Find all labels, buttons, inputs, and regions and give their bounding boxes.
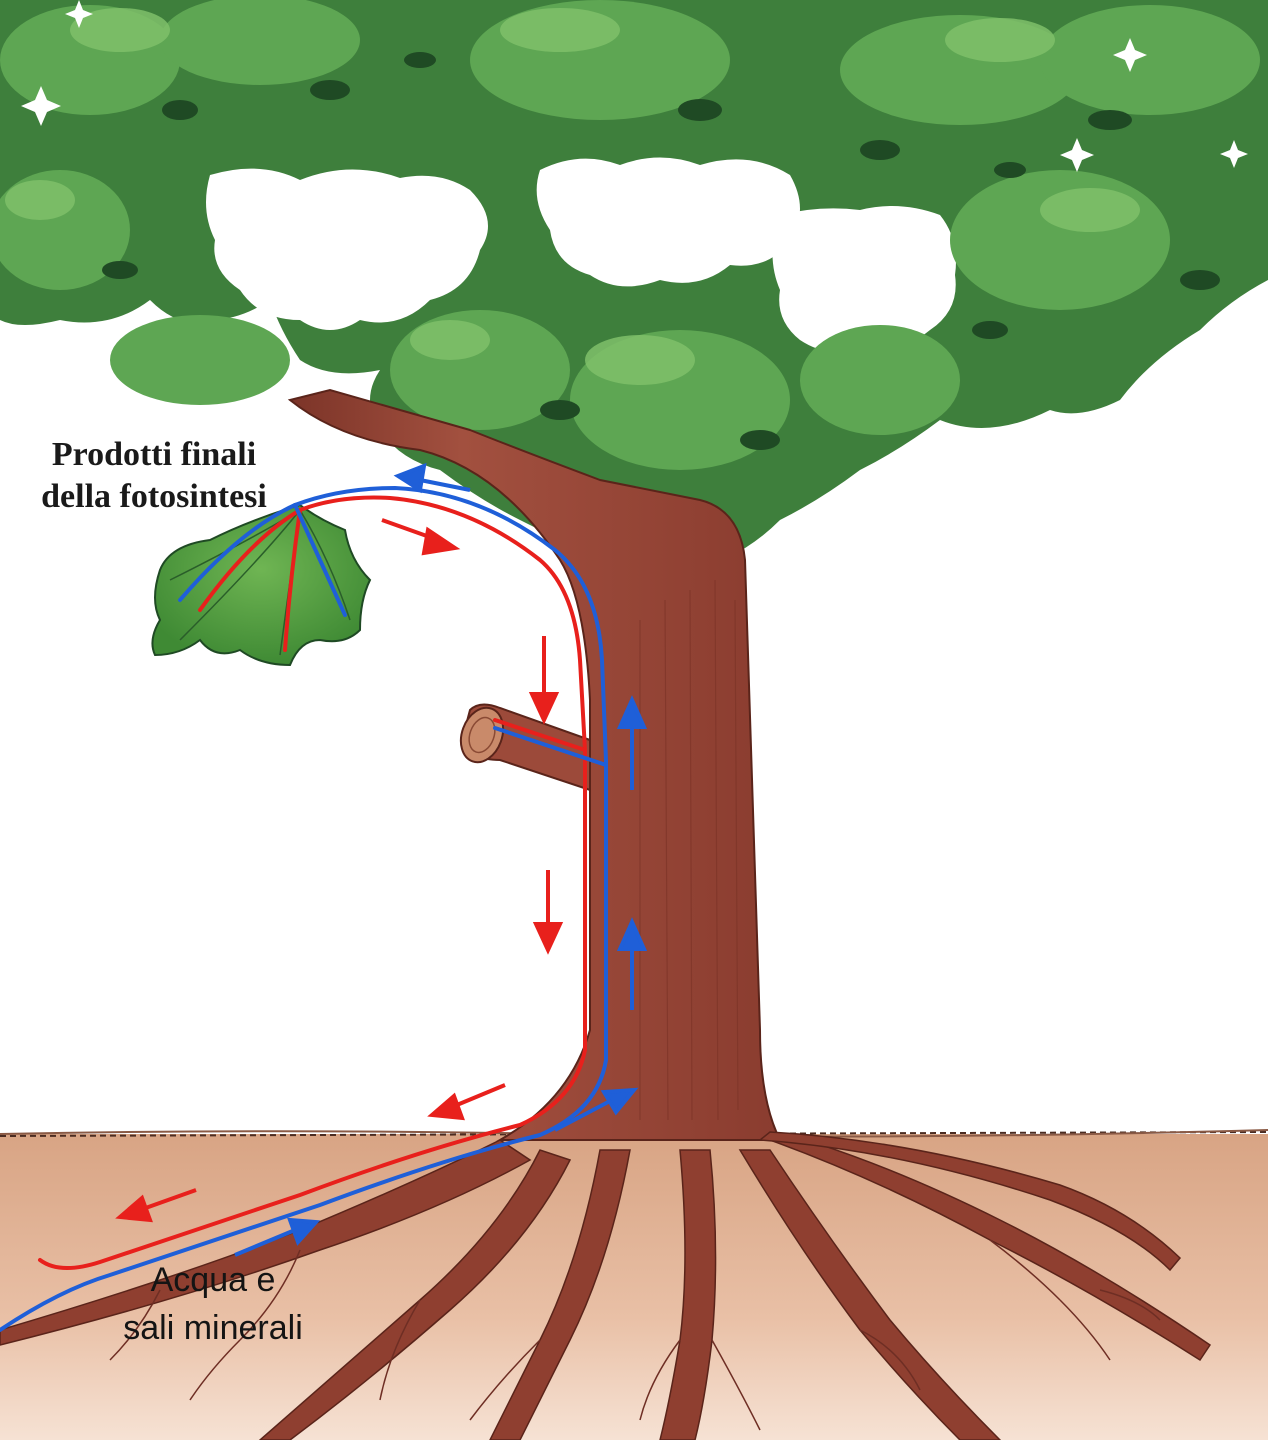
label-water-minerals: Acqua e sali minerali (88, 1256, 338, 1352)
label-water-line2: sali minerali (88, 1304, 338, 1352)
label-photosynthesis-line1: Prodotti finali (4, 434, 304, 476)
label-water-line1: Acqua e (88, 1256, 338, 1304)
label-photosynthesis-line2: della fotosintesi (4, 476, 304, 518)
label-photosynthesis-products: Prodotti finali della fotosintesi (4, 434, 304, 518)
